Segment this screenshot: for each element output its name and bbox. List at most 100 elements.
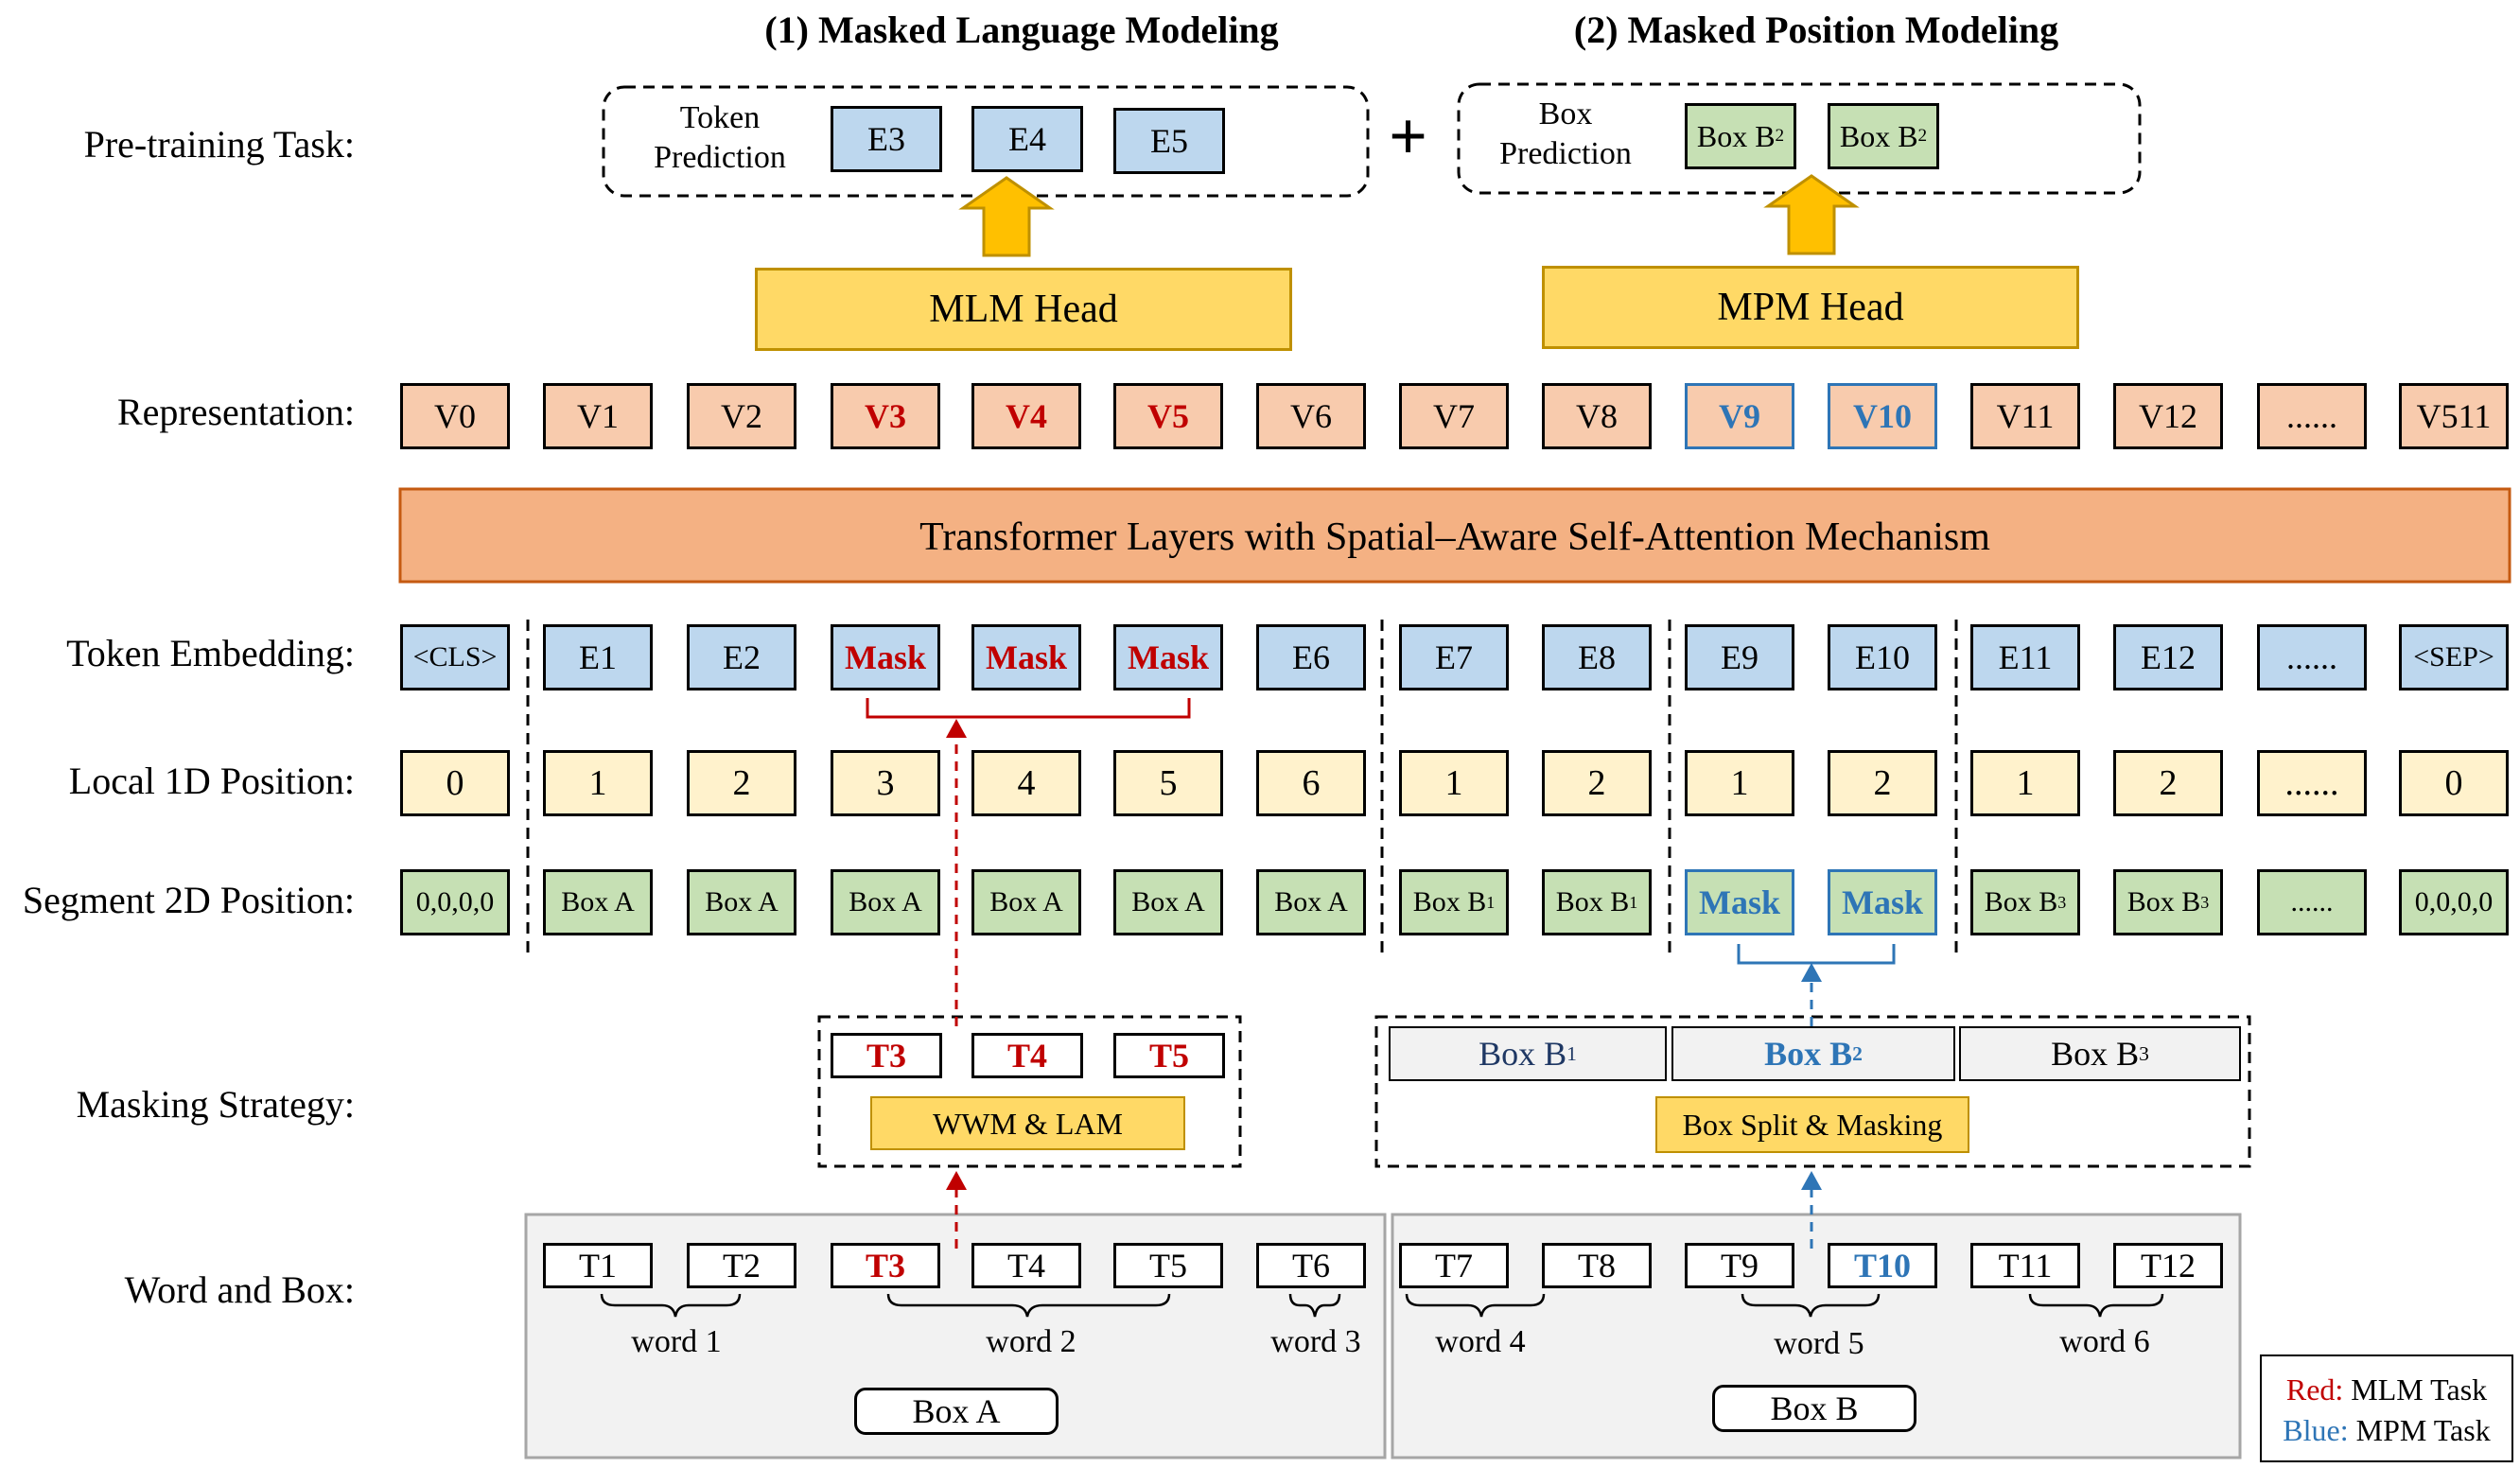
token-12: E12 bbox=[2113, 624, 2223, 690]
token-4: Mask bbox=[971, 624, 1081, 690]
word-label-5: word 5 bbox=[1774, 1326, 1864, 1361]
word-label-6: word 6 bbox=[2059, 1324, 2150, 1359]
repr-11: V11 bbox=[1970, 383, 2080, 449]
pos-0: 0 bbox=[400, 750, 510, 816]
row-label-word-box: Word and Box: bbox=[124, 1268, 355, 1311]
box-prediction-frame bbox=[1457, 82, 2142, 195]
mlm-title: (1) Masked Language Modeling bbox=[764, 9, 1279, 51]
mlm-head: MLM Head bbox=[755, 268, 1292, 351]
word-token-1: T1 bbox=[543, 1243, 653, 1288]
mask-box-bracket bbox=[1737, 944, 1896, 965]
mlm-masking-frame bbox=[817, 1015, 1242, 1168]
pos-1: 1 bbox=[543, 750, 653, 816]
token-9: E9 bbox=[1685, 624, 1794, 690]
mpm-title: (2) Masked Position Modeling bbox=[1573, 9, 2059, 51]
pos-4: 4 bbox=[971, 750, 1081, 816]
token-output-e4: E4 bbox=[971, 106, 1083, 172]
legend-red: Red: MLM Task bbox=[2285, 1372, 2488, 1407]
token-3: Mask bbox=[831, 624, 940, 690]
row-label-pretraining: Pre-training Task: bbox=[83, 123, 355, 166]
wwm-lam-box: WWM & LAM bbox=[870, 1096, 1185, 1150]
token-14: <SEP> bbox=[2399, 624, 2509, 690]
box-b-label: Box B bbox=[1712, 1385, 1916, 1432]
word-token-5: T5 bbox=[1113, 1243, 1223, 1288]
mpm-head: MPM Head bbox=[1542, 266, 2079, 349]
pos-10: 2 bbox=[1828, 750, 1937, 816]
word-braces bbox=[600, 1293, 2164, 1318]
legend-frame bbox=[2260, 1354, 2513, 1462]
segment-10: Mask bbox=[1828, 869, 1937, 935]
segment-6: Box A bbox=[1256, 869, 1366, 935]
row-label-token-embedding: Token Embedding: bbox=[66, 632, 355, 674]
segment-14: 0,0,0,0 bbox=[2399, 869, 2509, 935]
repr-2: V2 bbox=[687, 383, 796, 449]
repr-7: V7 bbox=[1399, 383, 1509, 449]
segment-5: Box A bbox=[1113, 869, 1223, 935]
token-1: E1 bbox=[543, 624, 653, 690]
pos-11: 1 bbox=[1970, 750, 2080, 816]
word-token-10: T10 bbox=[1828, 1243, 1937, 1288]
word-label-4: word 4 bbox=[1435, 1324, 1526, 1359]
repr-1: V1 bbox=[543, 383, 653, 449]
pos-5: 5 bbox=[1113, 750, 1223, 816]
word-token-4: T4 bbox=[971, 1243, 1081, 1288]
repr-12: V12 bbox=[2113, 383, 2223, 449]
word-token-9: T9 bbox=[1685, 1243, 1794, 1288]
row-label-segment-2d: Segment 2D Position: bbox=[22, 879, 355, 921]
token-prediction-label: Token Prediction bbox=[654, 100, 786, 175]
token-0: <CLS> bbox=[400, 624, 510, 690]
segment-1: Box A bbox=[543, 869, 653, 935]
word-token-2: T2 bbox=[687, 1243, 796, 1288]
token-2: E2 bbox=[687, 624, 796, 690]
segment-2: Box A bbox=[687, 869, 796, 935]
word-token-8: T8 bbox=[1542, 1243, 1652, 1288]
box-split-masking-box: Box Split & Masking bbox=[1655, 1096, 1969, 1153]
repr-4: V4 bbox=[971, 383, 1081, 449]
segment-13: ...... bbox=[2257, 869, 2367, 935]
word-token-3: T3 bbox=[831, 1243, 940, 1288]
box-prediction-label: Box Prediction bbox=[1499, 96, 1632, 171]
segment-3: Box A bbox=[831, 869, 940, 935]
pos-7: 1 bbox=[1399, 750, 1509, 816]
token-7: E7 bbox=[1399, 624, 1509, 690]
repr-10: V10 bbox=[1828, 383, 1937, 449]
transformer-bar bbox=[398, 487, 2511, 584]
mask-strategy-t5: T5 bbox=[1113, 1033, 1225, 1078]
word-token-6: T6 bbox=[1256, 1243, 1366, 1288]
token-11: E11 bbox=[1970, 624, 2080, 690]
pos-9: 1 bbox=[1685, 750, 1794, 816]
repr-3: V3 bbox=[831, 383, 940, 449]
token-output-e3: E3 bbox=[831, 106, 942, 172]
pos-14: 0 bbox=[2399, 750, 2509, 816]
pos-6: 6 bbox=[1256, 750, 1366, 816]
segment-0: 0,0,0,0 bbox=[400, 869, 510, 935]
word-token-12: T12 bbox=[2113, 1243, 2223, 1288]
row-label-local-1d: Local 1D Position: bbox=[68, 760, 355, 802]
repr-0: V0 bbox=[400, 383, 510, 449]
word-label-1: word 1 bbox=[631, 1324, 722, 1359]
pos-3: 3 bbox=[831, 750, 940, 816]
pos-12: 2 bbox=[2113, 750, 2223, 816]
repr-6: V6 bbox=[1256, 383, 1366, 449]
pos-8: 2 bbox=[1542, 750, 1652, 816]
repr-8: V8 bbox=[1542, 383, 1652, 449]
box-a-label: Box A bbox=[854, 1388, 1059, 1435]
word-label-3: word 3 bbox=[1270, 1324, 1361, 1359]
token-10: E10 bbox=[1828, 624, 1937, 690]
word-token-11: T11 bbox=[1970, 1243, 2080, 1288]
mpm-up-arrow bbox=[1763, 174, 1860, 255]
token-13: ...... bbox=[2257, 624, 2367, 690]
mask-token-bracket bbox=[866, 698, 1191, 719]
row-label-representation: Representation: bbox=[116, 391, 355, 433]
word-token-7: T7 bbox=[1399, 1243, 1509, 1288]
token-output-e5: E5 bbox=[1113, 108, 1225, 174]
